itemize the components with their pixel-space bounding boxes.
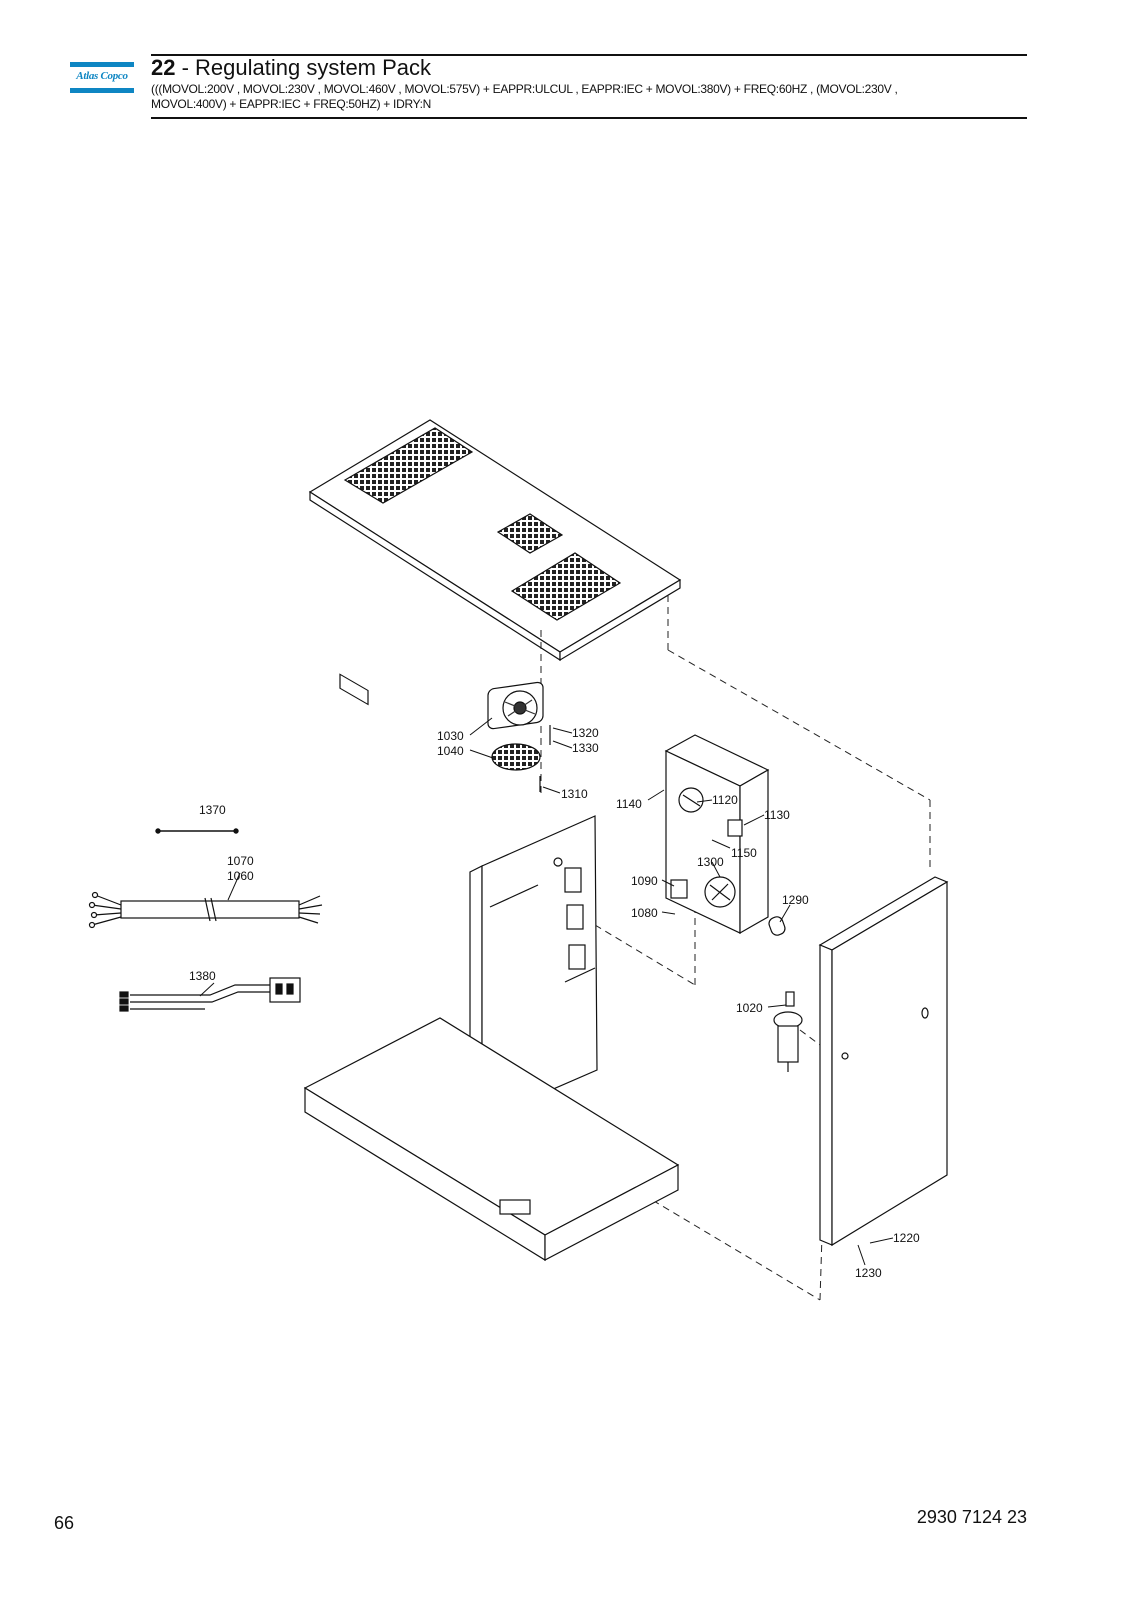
logo-bar-bottom <box>70 88 134 93</box>
atlas-copco-logo: Atlas Copco <box>70 62 134 94</box>
cable-1380 <box>119 977 301 1012</box>
condition-text: (((MOVOL:200V , MOVOL:230V , MOVOL:460V … <box>151 82 1011 112</box>
electrical-cabinet <box>664 734 786 936</box>
callout-1120: 1120 <box>712 793 738 807</box>
callout-1130: 1130 <box>764 808 790 822</box>
document-number: 2930 7124 23 <box>916 1507 1027 1527</box>
header-rule-bottom <box>151 117 1027 119</box>
callout-1060: 1060 <box>227 869 254 883</box>
fan-assembly <box>487 681 551 792</box>
filter-part <box>773 991 803 1072</box>
section-title: - Regulating system Pack <box>175 55 432 80</box>
callout-1140: 1140 <box>616 797 642 811</box>
callout-1310: 1310 <box>561 787 588 801</box>
base-frame <box>303 673 680 1262</box>
callout-1230: 1230 <box>855 1266 882 1280</box>
callout-1300: 1300 <box>697 855 724 869</box>
callout-1080: 1080 <box>631 906 658 920</box>
condition-line-2: MOVOL:400V) + EAPPR:IEC + FREQ:50HZ) + I… <box>151 97 432 111</box>
callout-1290: 1290 <box>782 893 809 907</box>
page-number: 66 <box>54 1513 75 1533</box>
top-cover <box>308 419 682 662</box>
callout-labels: 1030 1040 1320 1330 1310 1370 1070 1060 … <box>189 726 920 1280</box>
callout-1330: 1330 <box>572 741 599 755</box>
callout-1070: 1070 <box>227 854 254 868</box>
harness-1060-1070 <box>88 891 323 929</box>
callout-1040: 1040 <box>437 744 464 758</box>
cable-1370 <box>155 828 239 834</box>
header-rule-top <box>151 54 1027 56</box>
callout-1370: 1370 <box>199 803 226 817</box>
callout-1320: 1320 <box>572 726 599 740</box>
callout-1090: 1090 <box>631 874 658 888</box>
side-panel <box>818 876 949 1247</box>
logo-text: Atlas Copco <box>76 70 128 82</box>
page-title: 22 - Regulating system Pack <box>151 55 431 81</box>
callout-1220: 1220 <box>893 1231 920 1245</box>
logo-bar-top <box>70 62 134 67</box>
callout-1380: 1380 <box>189 969 216 983</box>
callout-1150: 1150 <box>731 846 757 860</box>
section-number: 22 <box>151 55 176 80</box>
callout-1020: 1020 <box>736 1001 763 1015</box>
condition-line-1: (((MOVOL:200V , MOVOL:230V , MOVOL:460V … <box>151 82 898 96</box>
callout-1030: 1030 <box>437 729 464 743</box>
leader-lines <box>199 717 894 1266</box>
